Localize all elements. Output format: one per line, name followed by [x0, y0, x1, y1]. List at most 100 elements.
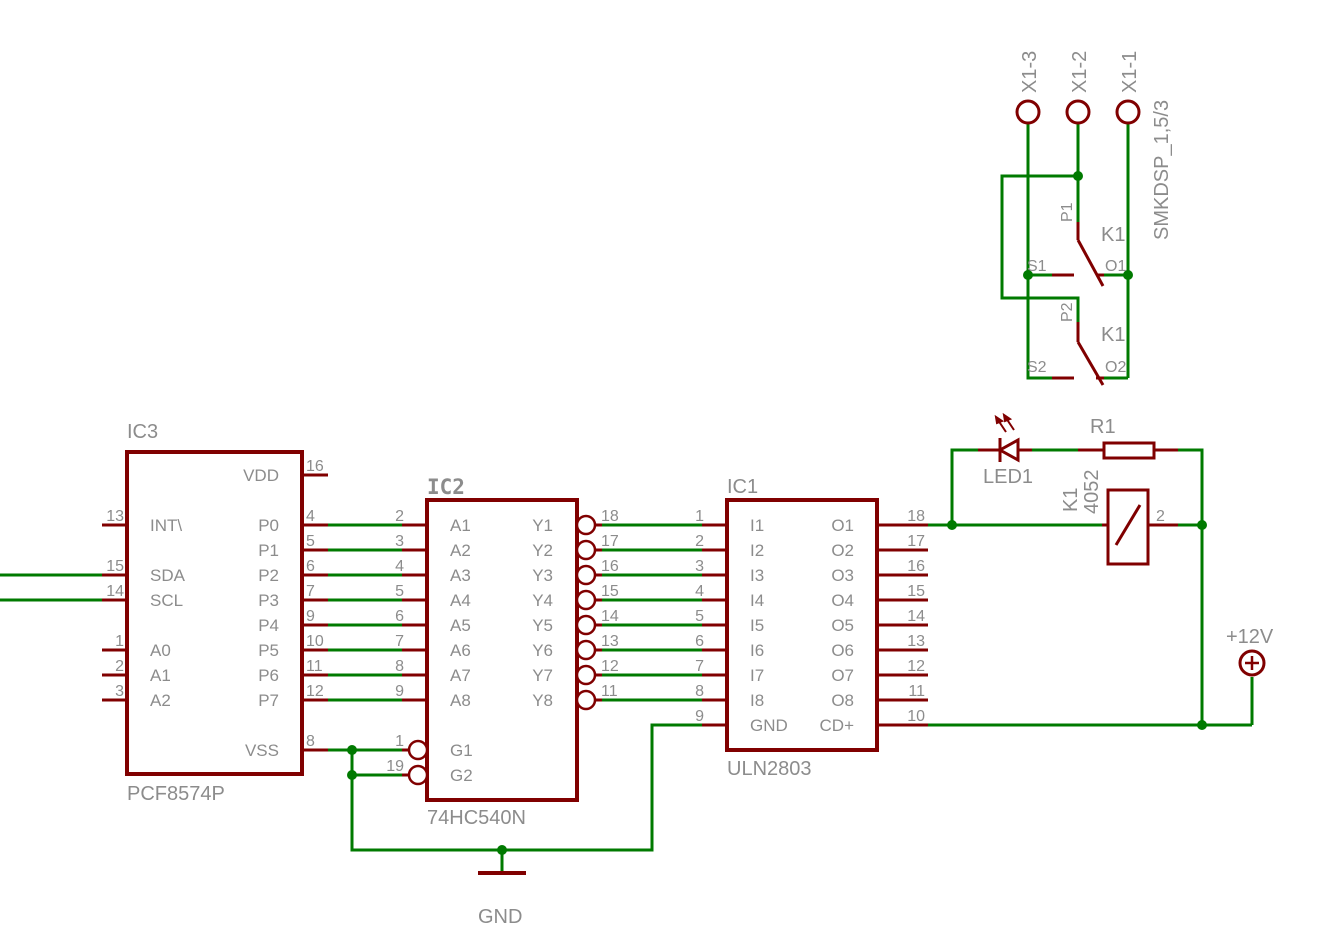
- pin-number: 4: [695, 583, 704, 600]
- inversion-bubble: [407, 739, 429, 761]
- inversion-bubble: [575, 614, 597, 636]
- pin-name: P5: [258, 641, 279, 660]
- pin-number: 9: [695, 708, 704, 725]
- contact-o-label: O2: [1105, 359, 1126, 376]
- relay-coil-k1[interactable]: K1 4052 2: [1060, 470, 1178, 566]
- pin-number: 8: [306, 733, 315, 750]
- pin-number: 3: [395, 533, 404, 550]
- wire-gnd-return: [350, 723, 702, 852]
- pin-number: 8: [395, 658, 404, 675]
- connector-x1[interactable]: X1-3 X1-2 X1-1 SMKDSP_1,5/3: [1015, 51, 1173, 240]
- contact-o-label: O1: [1105, 258, 1126, 275]
- ic2-right-pins: 18 17 16 15 14 13 12 11 Y1 Y2 Y3 Y4 Y5 Y…: [532, 508, 619, 711]
- pin-number: 10: [306, 633, 324, 650]
- pin-number: 14: [106, 583, 124, 600]
- junction-dot: [1073, 171, 1083, 181]
- pin-number: 3: [695, 558, 704, 575]
- led-triangle: [996, 437, 1020, 463]
- ic3-pcf8574p[interactable]: IC3 PCF8574P 13 15 14 1 2 3 INT\ SDA SCL…: [102, 421, 328, 805]
- pin-name: A1: [150, 666, 171, 685]
- pin-name: A3: [450, 566, 471, 585]
- pin-number: 16: [601, 558, 619, 575]
- terminal-x1-3[interactable]: [1015, 99, 1041, 125]
- inversion-bubble: [575, 589, 597, 611]
- pin-name: P4: [258, 616, 279, 635]
- ic1-uln2803[interactable]: IC1 ULN2803 1 2 3 4 5 6 7 8 9 I1 I2 I3 I…: [695, 476, 928, 780]
- inversion-bubble: [575, 639, 597, 661]
- inversion-bubble: [575, 539, 597, 561]
- pin-name: A2: [450, 541, 471, 560]
- pin-name: Y1: [532, 516, 553, 535]
- pin-name: INT\: [150, 516, 182, 535]
- contact-p-label: P2: [1059, 302, 1076, 322]
- ground-symbol[interactable]: GND: [478, 871, 526, 928]
- pin-number: 5: [695, 608, 704, 625]
- ic1-left-pins: 1 2 3 4 5 6 7 8 9 I1 I2 I3 I4 I5 I6 I7 I…: [695, 508, 788, 735]
- junction-dot: [347, 770, 357, 780]
- pin-number: 15: [106, 558, 124, 575]
- pin-name: P2: [258, 566, 279, 585]
- junction-dot: [1123, 270, 1133, 280]
- pin-name: VSS: [245, 741, 279, 760]
- pin-name: O2: [831, 541, 854, 560]
- contact-s-label: S1: [1027, 258, 1047, 275]
- pin-name: O7: [831, 666, 854, 685]
- ic2-part: 74HC540N: [427, 807, 526, 829]
- contact-ref: K1: [1101, 324, 1125, 346]
- junction-dot: [1023, 270, 1033, 280]
- pin-number: 14: [601, 608, 619, 625]
- pin-name: O1: [831, 516, 854, 535]
- pin-name: Y5: [532, 616, 553, 635]
- pin-number: 1: [395, 733, 404, 750]
- led-ref: LED1: [983, 466, 1033, 488]
- pin-name: GND: [750, 716, 788, 735]
- ic2-ref: IC2: [427, 475, 465, 499]
- coil-ref: K1: [1060, 488, 1082, 512]
- pin-number: 6: [395, 608, 404, 625]
- resistor-body: [1102, 441, 1156, 460]
- ic1-right-pins: 18 17 16 15 14 13 12 11 10 O1 O2 O3 O4 O…: [820, 508, 928, 735]
- led1[interactable]: LED1: [978, 412, 1033, 488]
- ic2-74hc540n[interactable]: IC2 74HC540N 2 3 4 5 6 7 8 9 1 19 A1: [386, 475, 619, 829]
- pin-number: 7: [395, 633, 404, 650]
- pin-name: I3: [750, 566, 764, 585]
- pin-name: Y6: [532, 641, 553, 660]
- pin-name: P0: [258, 516, 279, 535]
- ic2-left-pins: 2 3 4 5 6 7 8 9 1 19 A1 A2 A3 A4 A5 A6 A…: [386, 508, 473, 786]
- pin-name: Y8: [532, 691, 553, 710]
- pin-name: P6: [258, 666, 279, 685]
- pin-name: A6: [450, 641, 471, 660]
- pin-name: I7: [750, 666, 764, 685]
- pin-number: 9: [306, 608, 315, 625]
- inversion-bubble: [575, 564, 597, 586]
- terminal-x1-2[interactable]: [1065, 99, 1091, 125]
- pin-name: I8: [750, 691, 764, 710]
- pin-name: A0: [150, 641, 171, 660]
- pin-name: I6: [750, 641, 764, 660]
- pin-name: P7: [258, 691, 279, 710]
- wire-led-anode: [950, 448, 978, 525]
- junction-dot: [1197, 520, 1207, 530]
- relay-contact-1[interactable]: P1 K1 S1 O1: [1027, 202, 1126, 287]
- pin-name: O5: [831, 616, 854, 635]
- pin-name: A5: [450, 616, 471, 635]
- resistor-r1[interactable]: R1: [1078, 416, 1178, 460]
- junctions: [347, 171, 1207, 855]
- pin-number: 6: [695, 633, 704, 650]
- terminal-x1-1[interactable]: [1115, 99, 1141, 125]
- pin-number: 4: [306, 508, 315, 525]
- pin-number: 6: [306, 558, 315, 575]
- pin-number: 18: [907, 508, 925, 525]
- pin-number: 11: [306, 658, 323, 675]
- wire-r1-12v: [1178, 448, 1204, 725]
- terminal-label: X1-3: [1019, 51, 1041, 93]
- pin-name: Y4: [532, 591, 553, 610]
- pin-name: I1: [750, 516, 764, 535]
- pin-number: 13: [907, 633, 925, 650]
- supply-12v[interactable]: +12V: [1226, 626, 1274, 677]
- ic3-left-pins: 13 15 14 1 2 3 INT\ SDA SCL A0 A1 A2: [102, 508, 186, 710]
- supply-label: +12V: [1226, 626, 1274, 648]
- junction-dot: [947, 520, 957, 530]
- relay-contact-2[interactable]: P2 K1 S2 O2: [1027, 302, 1126, 386]
- pin-name: G2: [450, 766, 473, 785]
